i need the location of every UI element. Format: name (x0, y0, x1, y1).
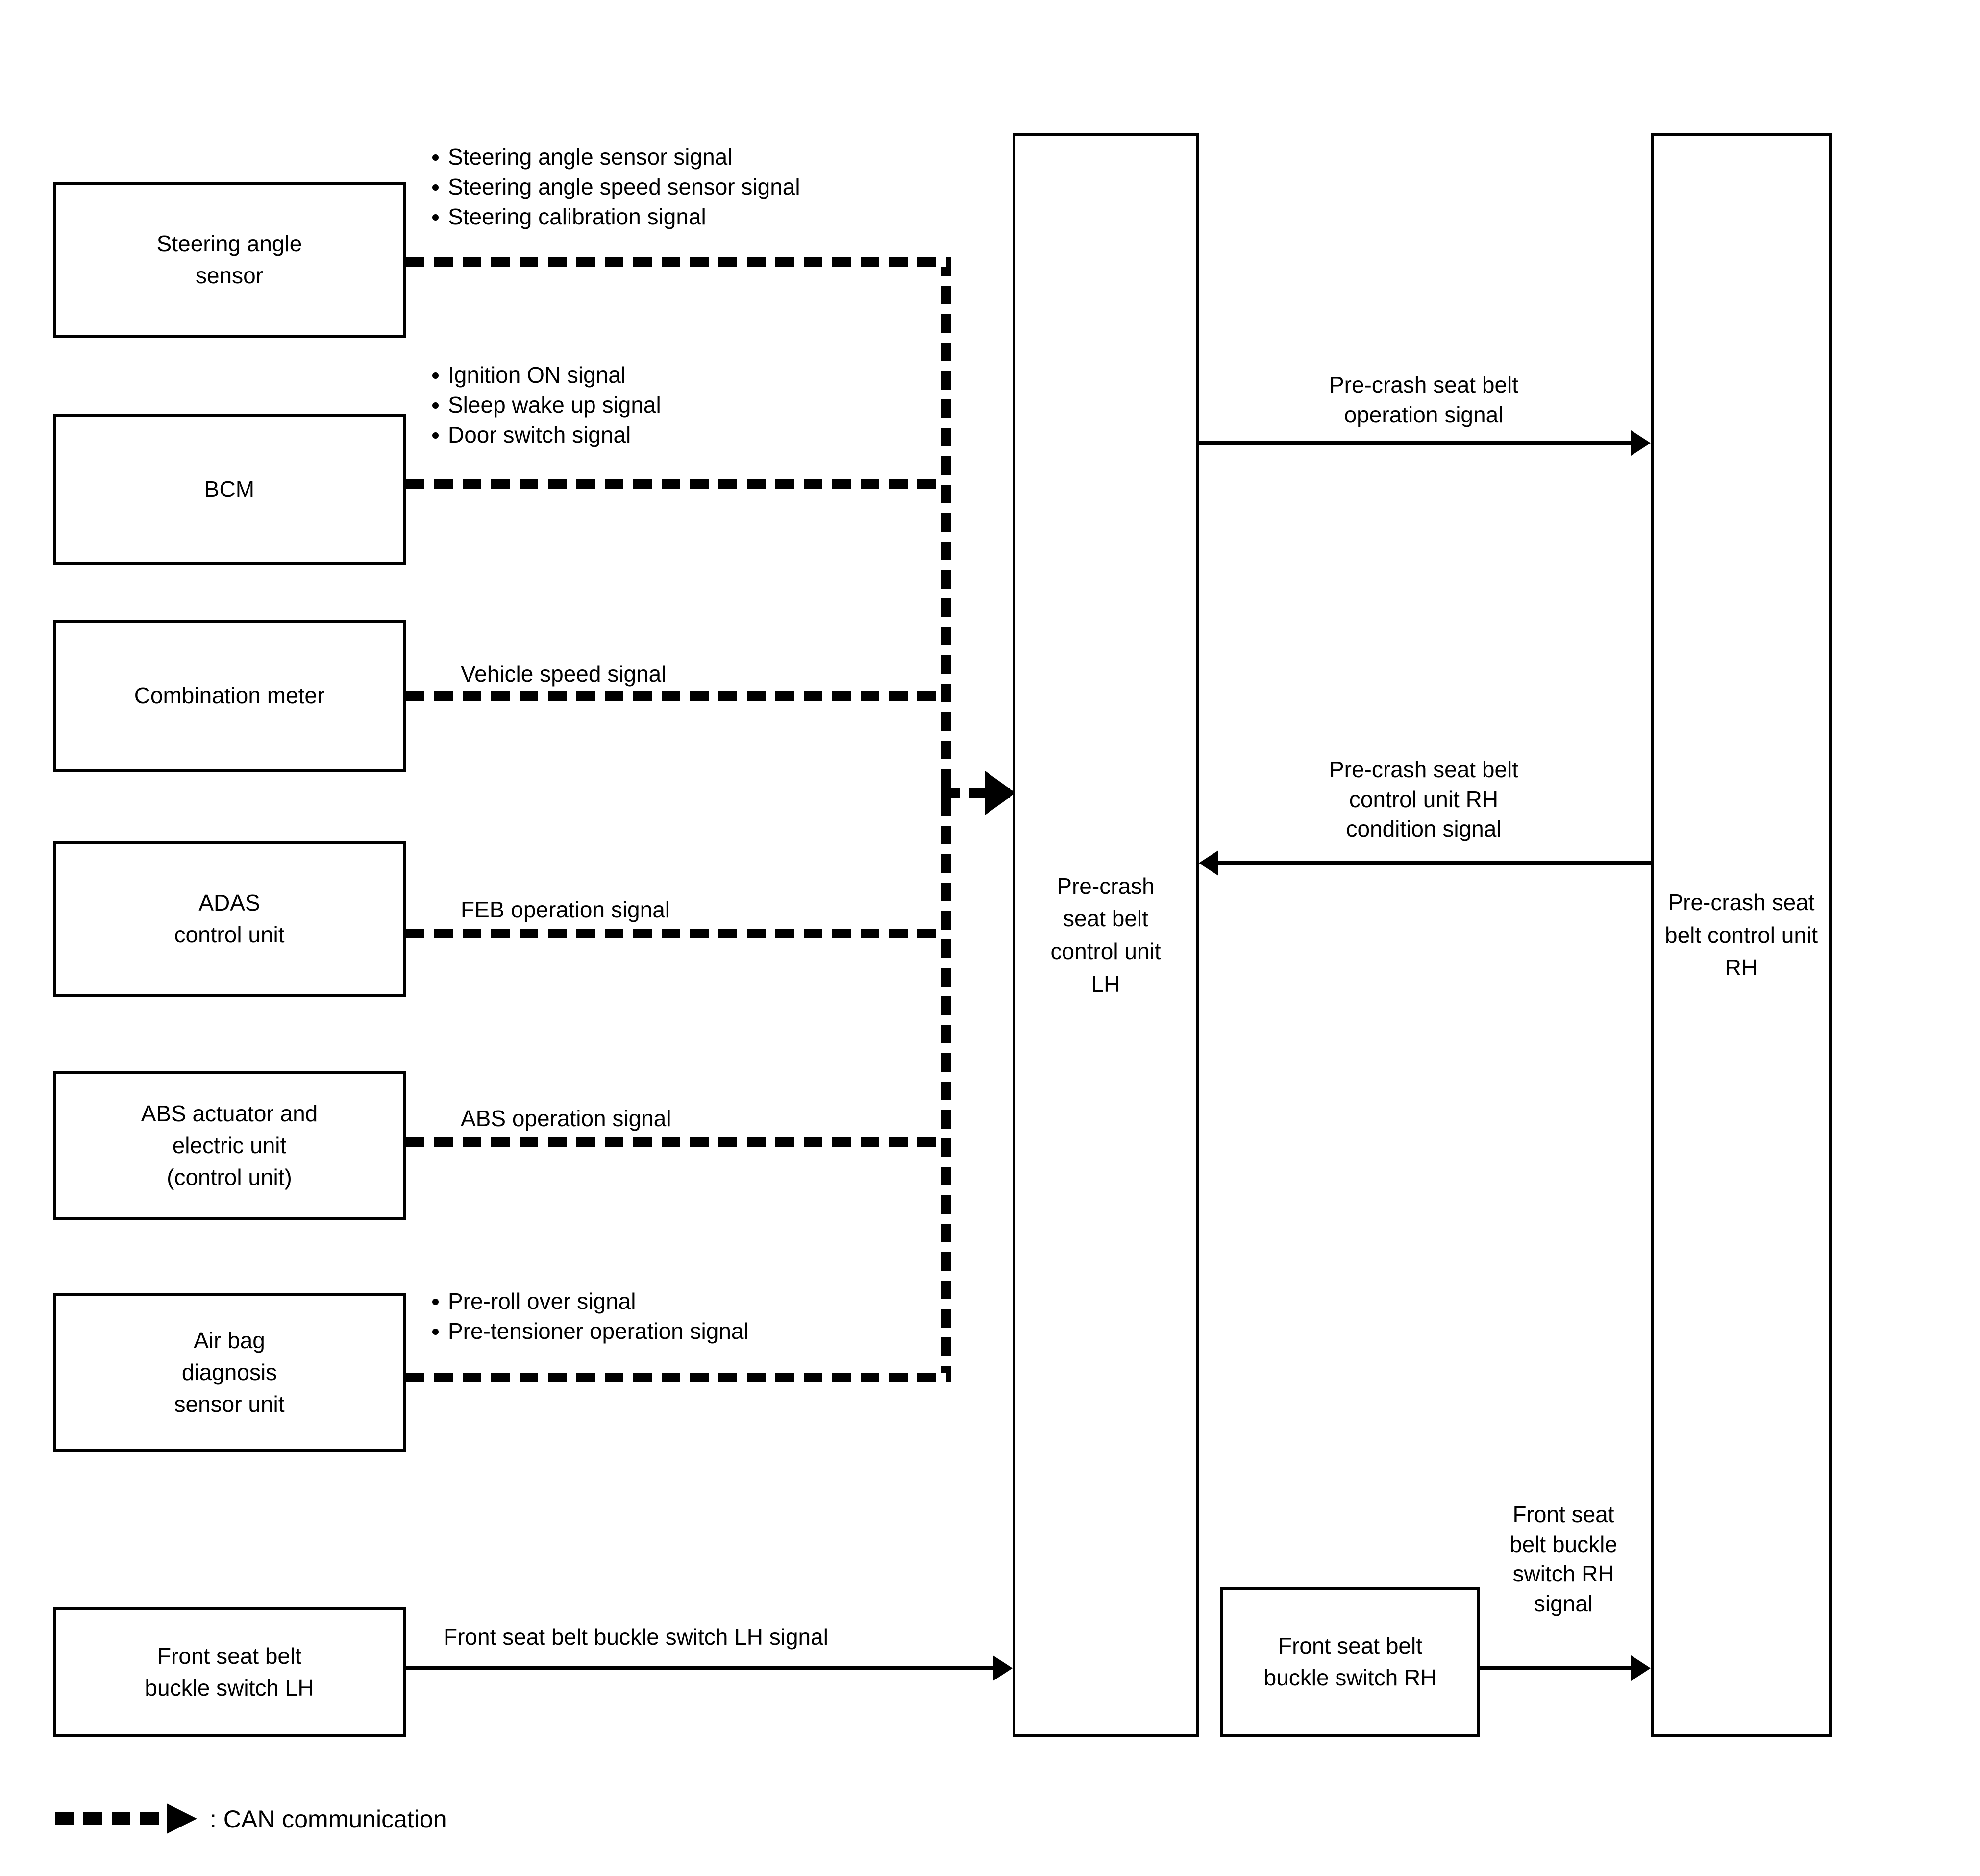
node-label: ABS actuator and electric unit (control … (141, 1100, 318, 1190)
signal-label: Steering angle speed sensor signal (430, 172, 800, 202)
can-branch-abs-actuator (406, 1137, 941, 1147)
node-label: BCM (204, 476, 255, 502)
node-label: Pre-crash seat belt control unit LH (1050, 873, 1161, 997)
can-branch-air-bag-sensor-unit (406, 1373, 951, 1382)
arrow-buckle-rh-head (1631, 1655, 1651, 1681)
can-communication-icon (55, 1812, 168, 1825)
can-branch-adas-control-unit (406, 929, 941, 938)
node-label: Air bag diagnosis sensor unit (174, 1327, 285, 1417)
legend-label: : CAN communication (210, 1805, 447, 1833)
signal-label-precrash-rh-condition: Pre-crash seat belt control unit RH cond… (1329, 757, 1519, 842)
node-precrash-control-unit-lh[interactable]: Pre-crash seat belt control unit LH (1013, 133, 1199, 1737)
signal-label: Pre-roll over signal (430, 1286, 749, 1316)
signal-label: Ignition ON signal (430, 360, 661, 390)
signal-label: Door switch signal (430, 420, 661, 450)
arrow-precrash-rh-condition-head (1199, 850, 1218, 876)
legend: : CAN communication (55, 1803, 643, 1838)
arrow-buckle-lh-head (993, 1655, 1013, 1681)
can-bus-to-lh-unit-arrowhead (985, 771, 1015, 815)
signal-group-steering: Steering angle sensor signal Steering an… (430, 142, 800, 232)
signal-label-abs-operation: ABS operation signal (461, 1106, 671, 1131)
arrow-precrash-operation-head (1631, 430, 1651, 456)
can-communication-arrowhead-icon (167, 1803, 197, 1834)
arrow-precrash-operation-line (1199, 441, 1632, 445)
arrow-buckle-rh-line (1480, 1666, 1632, 1670)
node-label: Combination meter (134, 683, 325, 709)
signal-label: Steering calibration signal (430, 202, 800, 232)
node-bcm[interactable]: BCM (53, 414, 406, 565)
signal-label: Steering angle sensor signal (430, 142, 800, 172)
signal-label-vehicle-speed: Vehicle speed signal (461, 661, 667, 687)
node-label: ADAS control unit (174, 889, 285, 947)
node-adas-control-unit[interactable]: ADAS control unit (53, 841, 406, 997)
signal-label: Sleep wake up signal (430, 390, 661, 420)
node-label: Steering angle sensor (156, 230, 302, 288)
arrow-buckle-lh-line (406, 1666, 994, 1670)
signal-group-bcm: Ignition ON signal Sleep wake up signal … (430, 360, 661, 450)
signal-group-air-bag: Pre-roll over signal Pre-tensioner opera… (430, 1286, 749, 1346)
node-air-bag-sensor-unit[interactable]: Air bag diagnosis sensor unit (53, 1293, 406, 1452)
arrow-precrash-rh-condition-line (1218, 861, 1651, 865)
node-steering-angle-sensor[interactable]: Steering angle sensor (53, 182, 406, 338)
signal-label-feb-operation: FEB operation signal (461, 897, 670, 922)
node-abs-actuator[interactable]: ABS actuator and electric unit (control … (53, 1071, 406, 1220)
node-label: Front seat belt buckle switch RH (1263, 1632, 1437, 1690)
signal-label-buckle-rh: Front seat belt buckle switch RH signal (1510, 1502, 1617, 1617)
can-bus-vertical-trunk (941, 257, 951, 1382)
node-precrash-control-unit-rh[interactable]: Pre-crash seat belt control unit RH (1651, 133, 1832, 1737)
can-branch-bcm (406, 479, 941, 489)
can-branch-combination-meter (406, 691, 941, 701)
signal-label-buckle-lh: Front seat belt buckle switch LH signal (444, 1624, 828, 1650)
node-front-buckle-switch-lh[interactable]: Front seat belt buckle switch LH (53, 1607, 406, 1737)
signal-label-precrash-operation: Pre-crash seat belt operation signal (1329, 372, 1519, 427)
can-branch-steering-angle-sensor (406, 257, 951, 267)
node-label: Pre-crash seat belt control unit RH (1665, 889, 1818, 981)
node-label: Front seat belt buckle switch LH (145, 1643, 314, 1701)
node-front-buckle-switch-rh[interactable]: Front seat belt buckle switch RH (1220, 1587, 1480, 1737)
node-combination-meter[interactable]: Combination meter (53, 620, 406, 772)
signal-label: Pre-tensioner operation signal (430, 1316, 749, 1346)
